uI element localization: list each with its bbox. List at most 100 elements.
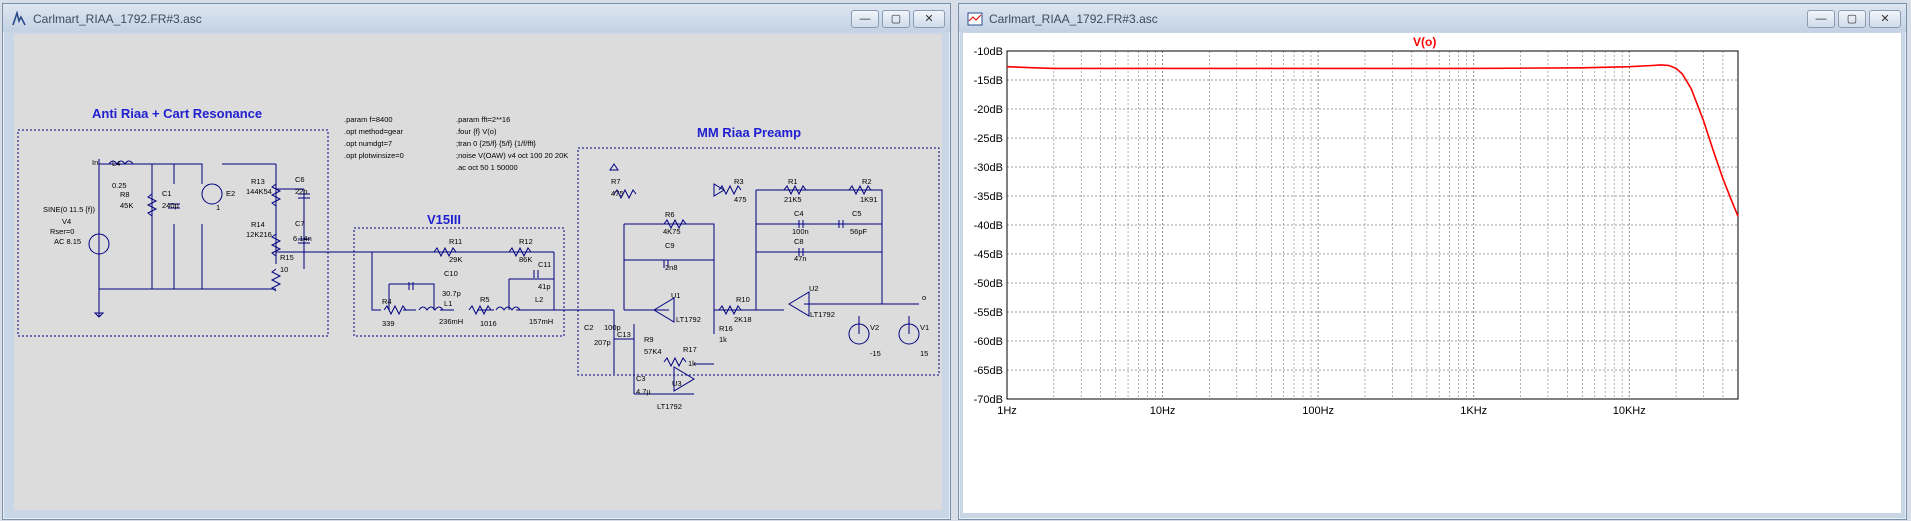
v15-title: V15III xyxy=(427,212,461,227)
component-labels: In L4 0.25 R8 45K C1 240p E2 1 R13 144K5… xyxy=(43,158,929,411)
svg-text:R9: R9 xyxy=(644,335,654,344)
svg-text:C4: C4 xyxy=(794,209,804,218)
svg-text:144K54: 144K54 xyxy=(246,187,272,196)
svg-text:1k: 1k xyxy=(719,335,727,344)
svg-text:LT1792: LT1792 xyxy=(810,310,835,319)
x-tick-label: 1KHz xyxy=(1460,405,1487,417)
y-tick-label: -30dB xyxy=(974,162,1003,174)
svg-text:.opt method=gear: .opt method=gear xyxy=(344,127,404,136)
mm-title: MM Riaa Preamp xyxy=(697,125,801,140)
minimize-button[interactable]: — xyxy=(1807,10,1835,28)
svg-text:1: 1 xyxy=(216,203,220,212)
plot-grid xyxy=(1006,50,1739,400)
svg-text:47n: 47n xyxy=(794,254,807,263)
svg-text:R14: R14 xyxy=(251,220,265,229)
y-tick-label: -40dB xyxy=(974,220,1003,232)
svg-text:1016: 1016 xyxy=(480,319,497,328)
svg-text:R17: R17 xyxy=(683,345,697,354)
svg-text:30.7p: 30.7p xyxy=(442,289,461,298)
close-button[interactable]: ✕ xyxy=(913,10,945,28)
svg-text:C13: C13 xyxy=(617,330,631,339)
svg-text:56pF: 56pF xyxy=(850,227,868,236)
svg-text:41p: 41p xyxy=(538,282,551,291)
y-tick-label: -35dB xyxy=(974,191,1003,203)
svg-text:.opt numdgt=7: .opt numdgt=7 xyxy=(344,139,392,148)
svg-text:86K: 86K xyxy=(519,255,532,264)
svg-text:C7: C7 xyxy=(295,219,305,228)
plot-window: Carlmart_RIAA_1792.FR#3.asc — ▢ ✕ V(o) -… xyxy=(958,3,1907,520)
svg-text:R15: R15 xyxy=(280,253,294,262)
svg-text:240p: 240p xyxy=(162,201,179,210)
svg-text:R3: R3 xyxy=(734,177,744,186)
svg-text:o: o xyxy=(922,293,926,302)
svg-text:R12: R12 xyxy=(519,237,533,246)
svg-text:C3: C3 xyxy=(636,374,646,383)
svg-text:21K5: 21K5 xyxy=(784,195,802,204)
plot-titlebar[interactable]: Carlmart_RIAA_1792.FR#3.asc — ▢ ✕ xyxy=(959,4,1906,32)
y-axis-ticks: -10dB-15dB-20dB-25dB-30dB-35dB-40dB-45dB… xyxy=(974,46,1003,406)
close-button[interactable]: ✕ xyxy=(1869,10,1901,28)
svg-text:475: 475 xyxy=(734,195,747,204)
svg-text:.param f=8400: .param f=8400 xyxy=(344,115,393,124)
svg-text:R10: R10 xyxy=(736,295,750,304)
svg-text:C10: C10 xyxy=(444,269,458,278)
plot-canvas[interactable]: V(o) -10dB-15dB-20dB-25dB-30dB-35dB-40dB… xyxy=(963,33,1901,513)
svg-text:475: 475 xyxy=(611,189,624,198)
ltspice-icon xyxy=(12,11,26,26)
trace-v-o[interactable] xyxy=(1006,64,1739,217)
svg-text:2n8: 2n8 xyxy=(665,263,678,272)
svg-text:V2: V2 xyxy=(870,323,879,332)
svg-text:100n: 100n xyxy=(792,227,809,236)
svg-text:C9: C9 xyxy=(665,241,675,250)
svg-text:-15: -15 xyxy=(870,349,881,358)
svg-text:AC 8.15: AC 8.15 xyxy=(54,237,81,246)
x-tick-label: 1Hz xyxy=(997,405,1017,417)
x-tick-label: 10Hz xyxy=(1150,405,1176,417)
svg-text:E2: E2 xyxy=(226,189,235,198)
y-tick-label: -60dB xyxy=(974,336,1003,348)
svg-text:100p: 100p xyxy=(604,323,621,332)
svg-text:29K: 29K xyxy=(449,255,462,264)
svg-text:;tran 0 {25/f} {5/f} {1/f/fft}: ;tran 0 {25/f} {5/f} {1/f/fft} xyxy=(456,139,536,148)
plot-frame xyxy=(1006,50,1739,400)
svg-text:4.7µ: 4.7µ xyxy=(636,387,651,396)
svg-text:R2: R2 xyxy=(862,177,872,186)
x-tick-label: 10KHz xyxy=(1613,405,1646,417)
svg-text:4K75: 4K75 xyxy=(663,227,681,236)
svg-text:R8: R8 xyxy=(120,190,130,199)
schematic-canvas[interactable]: Anti Riaa + Cart Resonance V15III MM Ria… xyxy=(14,34,942,510)
svg-text:.four {f} V(o): .four {f} V(o) xyxy=(456,127,497,136)
svg-text:C2: C2 xyxy=(584,323,594,332)
maximize-button[interactable]: ▢ xyxy=(1838,10,1866,28)
svg-text:.opt plotwinsize=0: .opt plotwinsize=0 xyxy=(344,151,404,160)
svg-text:15: 15 xyxy=(920,349,928,358)
schematic-titlebar[interactable]: Carlmart_RIAA_1792.FR#3.asc — ▢ ✕ xyxy=(3,4,950,32)
svg-text:236mH: 236mH xyxy=(439,317,463,326)
svg-text:22n: 22n xyxy=(295,187,308,196)
svg-text:12K216: 12K216 xyxy=(246,230,272,239)
minimize-button[interactable]: — xyxy=(851,10,879,28)
anti-riaa-title: Anti Riaa + Cart Resonance xyxy=(92,106,262,121)
svg-text:45K: 45K xyxy=(120,201,133,210)
svg-text:R7: R7 xyxy=(611,177,621,186)
maximize-button[interactable]: ▢ xyxy=(882,10,910,28)
y-tick-label: -10dB xyxy=(974,46,1003,58)
v15-box xyxy=(353,227,565,337)
svg-text:R1: R1 xyxy=(788,177,798,186)
svg-text:R4: R4 xyxy=(382,297,392,306)
y-tick-label: -25dB xyxy=(974,133,1003,145)
spice-directives-right: .param fft=2**16 .four {f} V(o) ;tran 0 … xyxy=(456,115,568,172)
svg-text:;noise V(OAW) v4 oct 100 20 20: ;noise V(OAW) v4 oct 100 20 20K xyxy=(456,151,568,160)
svg-text:57K4: 57K4 xyxy=(644,347,662,356)
svg-text:SINE(0 11.5 {f}): SINE(0 11.5 {f}) xyxy=(43,205,95,214)
spice-directives-left: .param f=8400 .opt method=gear .opt numd… xyxy=(344,115,404,160)
waveform-icon xyxy=(967,12,983,26)
svg-text:.param fft=2**16: .param fft=2**16 xyxy=(456,115,510,124)
svg-text:1K91: 1K91 xyxy=(860,195,878,204)
y-tick-label: -20dB xyxy=(974,104,1003,116)
svg-text:157mH: 157mH xyxy=(529,317,553,326)
svg-text:1k: 1k xyxy=(688,359,696,368)
anti-riaa-box xyxy=(17,129,329,337)
svg-text:207p: 207p xyxy=(594,338,611,347)
